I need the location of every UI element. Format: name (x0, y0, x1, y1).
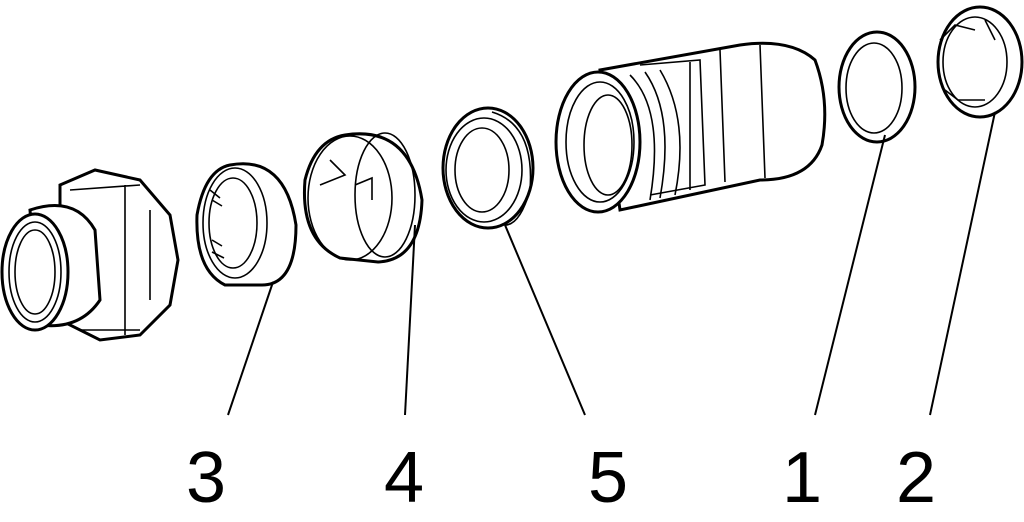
fitting-body (554, 41, 827, 214)
part-label-4: 4 (383, 438, 425, 518)
part-1-ring (837, 30, 917, 144)
leader-line-2 (929, 111, 996, 416)
leader-line-5 (504, 224, 586, 416)
part-5-o-ring (441, 106, 535, 230)
part-3-clamp-ring (195, 162, 298, 287)
union-nut (0, 168, 180, 342)
part-label-3: 3 (185, 438, 227, 518)
leader-line-1 (814, 134, 886, 416)
part-label-2: 2 (895, 438, 937, 518)
part-label-5: 5 (587, 438, 629, 518)
leader-line-4 (404, 224, 416, 416)
part-label-1: 1 (781, 438, 823, 518)
leader-line-3 (227, 281, 274, 416)
part-2-retaining-ring (936, 5, 1024, 119)
part-4-insert (302, 132, 424, 264)
